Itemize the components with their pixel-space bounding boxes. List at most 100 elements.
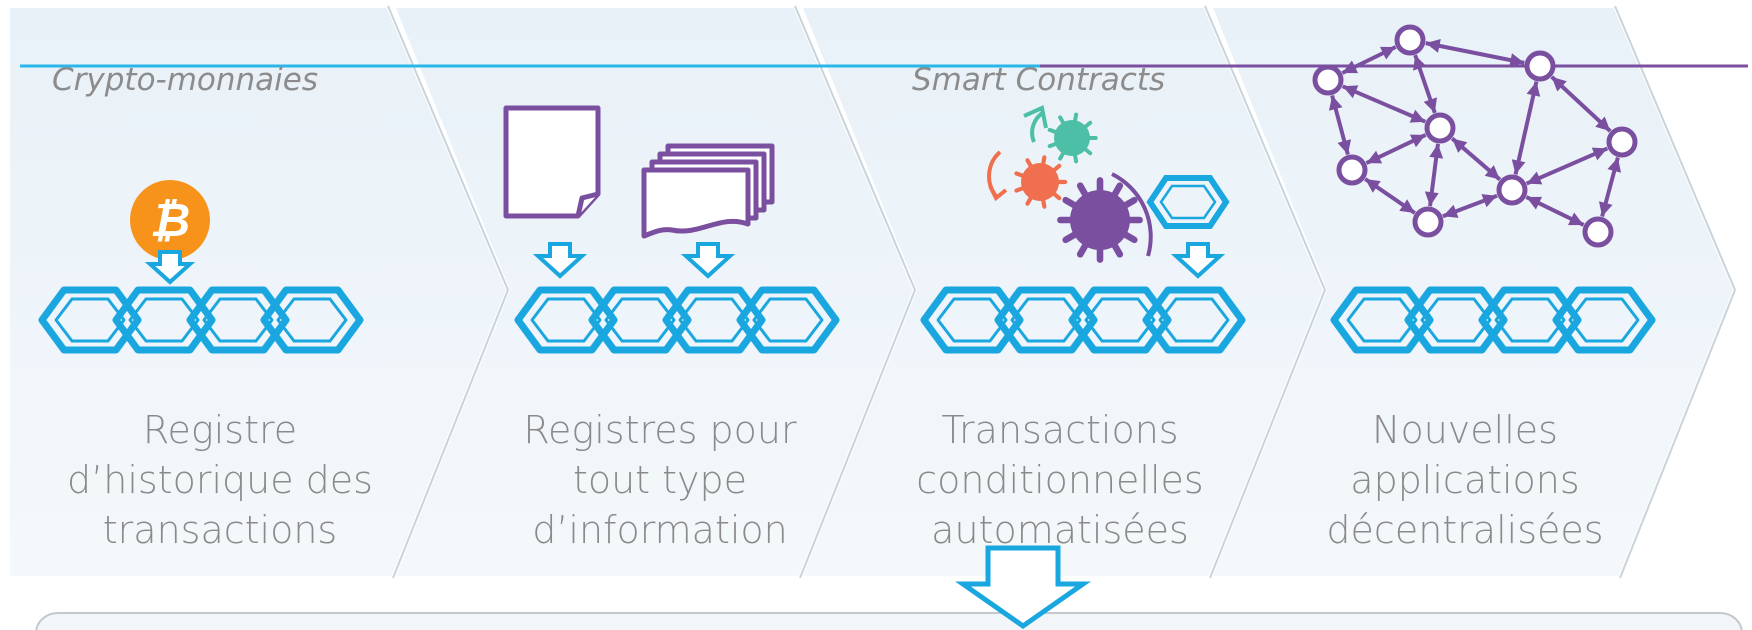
arrowhead bbox=[1526, 196, 1543, 210]
arrowhead bbox=[1442, 204, 1459, 218]
arrowhead bbox=[1452, 138, 1468, 153]
arrowhead bbox=[1567, 212, 1584, 226]
arrowhead bbox=[1595, 116, 1611, 132]
gear-purple-icon bbox=[1057, 177, 1143, 263]
network-edge bbox=[1525, 146, 1609, 186]
chain-link bbox=[1404, 286, 1508, 354]
document-stack-icon bbox=[641, 143, 775, 239]
bottom-outcome-box bbox=[35, 612, 1743, 630]
chain-link bbox=[678, 297, 750, 343]
arrowhead bbox=[1413, 55, 1427, 71]
arrowhead bbox=[1526, 171, 1543, 185]
arrowhead bbox=[1365, 179, 1381, 193]
chain-link bbox=[1142, 286, 1246, 354]
chain-link bbox=[202, 297, 274, 343]
gear-teal-icon bbox=[1047, 112, 1098, 164]
arrowhead bbox=[1429, 143, 1444, 159]
gear-orange-icon bbox=[1014, 155, 1068, 209]
network-node bbox=[1336, 154, 1368, 186]
arrowhead bbox=[1607, 157, 1622, 173]
chain-link bbox=[1478, 286, 1582, 354]
chain-link bbox=[936, 297, 1008, 343]
chain-link bbox=[994, 286, 1098, 354]
network-edge bbox=[1341, 84, 1427, 124]
arrowhead bbox=[1526, 81, 1541, 97]
stage-caption-3: Transactions conditionnelles automatisée… bbox=[916, 408, 1204, 552]
arrowhead bbox=[1424, 191, 1439, 207]
era-label-smart-contracts: Smart Contracts bbox=[912, 62, 1166, 98]
chain-link bbox=[186, 286, 290, 354]
network-node bbox=[1582, 216, 1614, 248]
chain-link bbox=[920, 286, 1024, 354]
arrowhead bbox=[1484, 165, 1500, 180]
network-node bbox=[1312, 64, 1344, 96]
chain-link bbox=[38, 286, 142, 354]
stage-caption-1: Registre d’historique des transactions bbox=[67, 408, 373, 552]
arrowhead bbox=[1366, 150, 1383, 164]
chain-link bbox=[1494, 297, 1566, 343]
big-down-arrow-icon bbox=[955, 545, 1091, 630]
chain-link bbox=[1068, 286, 1172, 354]
arrowhead bbox=[1342, 85, 1359, 99]
network-node bbox=[1412, 206, 1444, 238]
chain-4 bbox=[1330, 286, 1656, 354]
chain-link bbox=[1552, 286, 1656, 354]
gear-icon bbox=[1014, 112, 1143, 263]
down-arrow-icon bbox=[144, 250, 196, 285]
chain-link bbox=[1010, 297, 1082, 343]
arrowhead bbox=[1425, 39, 1441, 53]
network-node bbox=[1496, 174, 1528, 206]
down-arrow-icon bbox=[680, 242, 736, 279]
arrowhead bbox=[1337, 139, 1352, 155]
arrowhead bbox=[1399, 199, 1415, 213]
down-arrow-icon bbox=[532, 242, 588, 279]
blockchain-chains bbox=[38, 286, 1656, 354]
chain-link bbox=[588, 286, 692, 354]
chain-link bbox=[514, 286, 618, 354]
stage-caption-2: Registres pour tout type d’information bbox=[523, 408, 797, 552]
panel-borders bbox=[387, 5, 1737, 579]
network-graph-icon bbox=[1312, 24, 1638, 248]
chain-link bbox=[276, 297, 348, 343]
arrowhead bbox=[1591, 147, 1608, 161]
chain-link bbox=[1084, 297, 1156, 343]
down-arrow-icon bbox=[1170, 242, 1226, 279]
chain-link bbox=[1420, 297, 1492, 343]
arrowhead bbox=[1598, 201, 1613, 217]
chain-link bbox=[128, 297, 200, 343]
arrowhead bbox=[1379, 46, 1396, 60]
chain-link bbox=[530, 297, 602, 343]
chain-2 bbox=[514, 286, 840, 354]
arrowhead bbox=[1423, 97, 1437, 113]
arrowhead bbox=[1342, 60, 1359, 74]
chain-link bbox=[1158, 297, 1230, 343]
network-node bbox=[1394, 24, 1426, 56]
chain-link bbox=[604, 297, 676, 343]
arrowhead bbox=[1511, 159, 1526, 175]
network-node bbox=[1606, 126, 1638, 158]
network-node bbox=[1424, 112, 1456, 144]
chain-link bbox=[736, 286, 840, 354]
document-icon bbox=[503, 105, 601, 219]
network-edge bbox=[1513, 81, 1539, 175]
chain-3 bbox=[920, 286, 1246, 354]
arrowhead bbox=[1409, 134, 1426, 148]
chain-link-icon bbox=[1146, 175, 1230, 229]
bitcoin-icon: ₿ bbox=[130, 180, 210, 260]
network-node bbox=[1524, 50, 1556, 82]
era-label-crypto: Crypto-monnaies bbox=[52, 62, 319, 98]
arrowhead bbox=[1481, 194, 1498, 208]
network-edge bbox=[1425, 41, 1525, 65]
stage-caption-4: Nouvelles applications décentralisées bbox=[1326, 408, 1604, 552]
svg-text:₿: ₿ bbox=[150, 193, 190, 247]
chain-link bbox=[260, 286, 364, 354]
chain-1 bbox=[38, 286, 364, 354]
chain-link bbox=[1568, 297, 1640, 343]
arrowhead bbox=[1551, 76, 1567, 92]
arrowhead bbox=[1409, 109, 1426, 123]
arrowhead bbox=[1328, 95, 1343, 111]
chain-link bbox=[1346, 297, 1418, 343]
chain-link bbox=[662, 286, 766, 354]
chain-link bbox=[752, 297, 824, 343]
